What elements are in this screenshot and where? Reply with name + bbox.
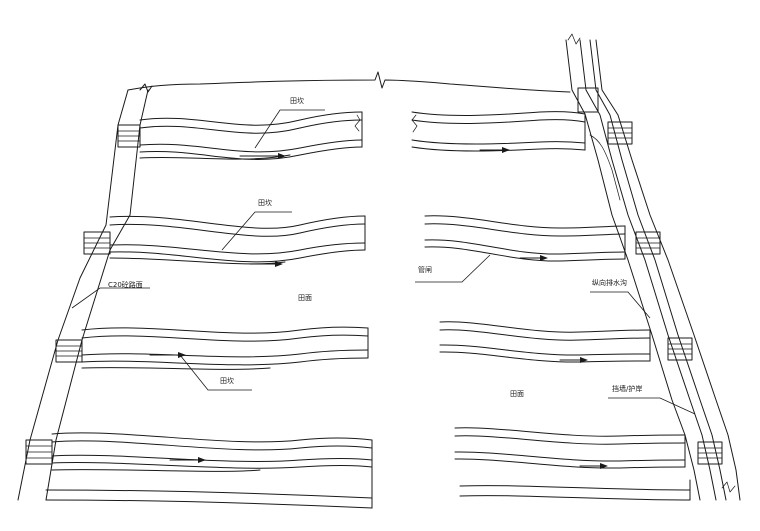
left-flow-arrows: [149, 153, 286, 463]
right-ridge-2: [424, 215, 626, 262]
ridge-label-1: 田坎: [290, 96, 304, 105]
right-ridge-1: [411, 111, 586, 152]
top-break-line: [127, 71, 571, 93]
right-ridge-3: [439, 321, 651, 363]
pipe-culvert-label: 管闸: [418, 265, 432, 274]
left-ridge-2: [109, 215, 366, 265]
left-ridge-4: [45, 432, 373, 509]
drainage-channel-label: 纵向排水沟: [592, 278, 627, 287]
field-label-2: 田面: [510, 390, 524, 398]
left-step-blocks: [25, 124, 141, 465]
right-flow-arrows: [479, 147, 608, 469]
right-drainage-channel: [565, 33, 741, 501]
break-symbol-left: [139, 83, 153, 93]
ridge-label-2: 田坎: [258, 198, 272, 207]
retaining-wall-label: 挡墙/护岸: [612, 384, 642, 393]
right-step-blocks: [577, 87, 723, 465]
leader-lines: [71, 109, 696, 415]
left-road-edge-outer: [17, 89, 129, 501]
ridge-label-3: 田坎: [220, 376, 234, 385]
left-ridge-3: [81, 326, 369, 370]
road-surface-label: C20砼路面: [108, 280, 143, 289]
right-ridge-4: [454, 427, 691, 501]
field-label-1: 田面: [298, 294, 312, 302]
left-road-edge-inner: [45, 89, 149, 501]
left-ridge-1: [139, 111, 363, 160]
